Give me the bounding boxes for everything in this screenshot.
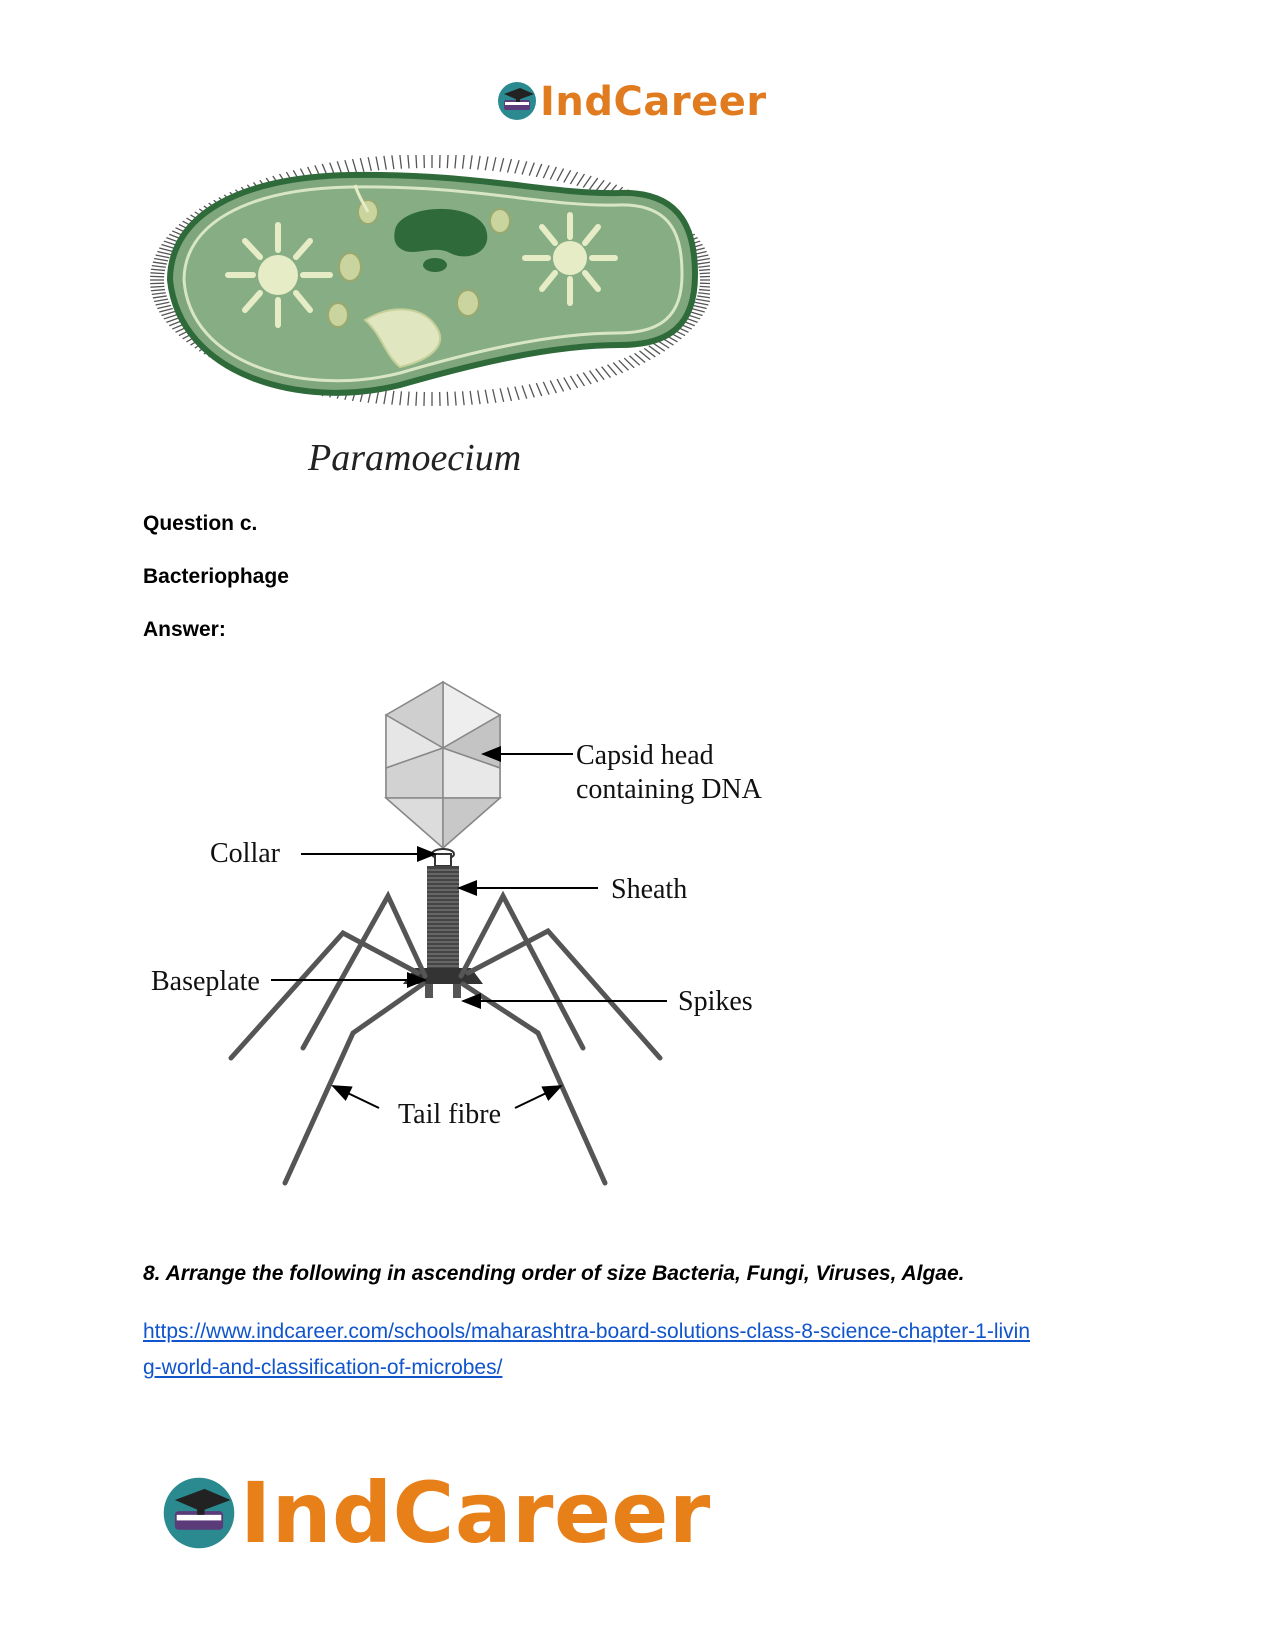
bacteriophage-diagram: Capsid head containing DNA Collar Sheath… <box>151 680 763 1186</box>
label-collar: Collar <box>210 838 281 869</box>
question-label: Question c. <box>143 512 258 535</box>
footer-logo: IndCareer <box>160 1464 720 1566</box>
label-capsid-line2: containing DNA <box>576 774 763 805</box>
label-baseplate: Baseplate <box>151 966 260 997</box>
paramecium-caption: Paramoecium <box>308 437 522 479</box>
logo-text: IndCareer <box>240 1464 711 1562</box>
answer-label: Answer: <box>143 618 226 641</box>
label-tail-fibre: Tail fibre <box>398 1099 501 1130</box>
question-topic: Bacteriophage <box>143 565 289 588</box>
graduation-book-icon <box>163 1477 235 1549</box>
logo-text: IndCareer <box>540 79 767 125</box>
label-capsid-line1: Capsid head <box>576 740 714 771</box>
label-spikes: Spikes <box>678 986 753 1017</box>
source-link[interactable]: https://www.indcareer.com/schools/mahara… <box>143 1314 1123 1386</box>
question-8: 8. Arrange the following in ascending or… <box>143 1262 965 1285</box>
header-logo: IndCareer <box>496 78 796 128</box>
label-sheath: Sheath <box>611 874 687 905</box>
source-link-line1[interactable]: https://www.indcareer.com/schools/mahara… <box>143 1320 1031 1343</box>
source-link-line2[interactable]: g-world-and-classification-of-microbes/ <box>143 1356 503 1379</box>
paramecium-illustration <box>150 155 710 406</box>
graduation-book-icon <box>498 82 536 120</box>
